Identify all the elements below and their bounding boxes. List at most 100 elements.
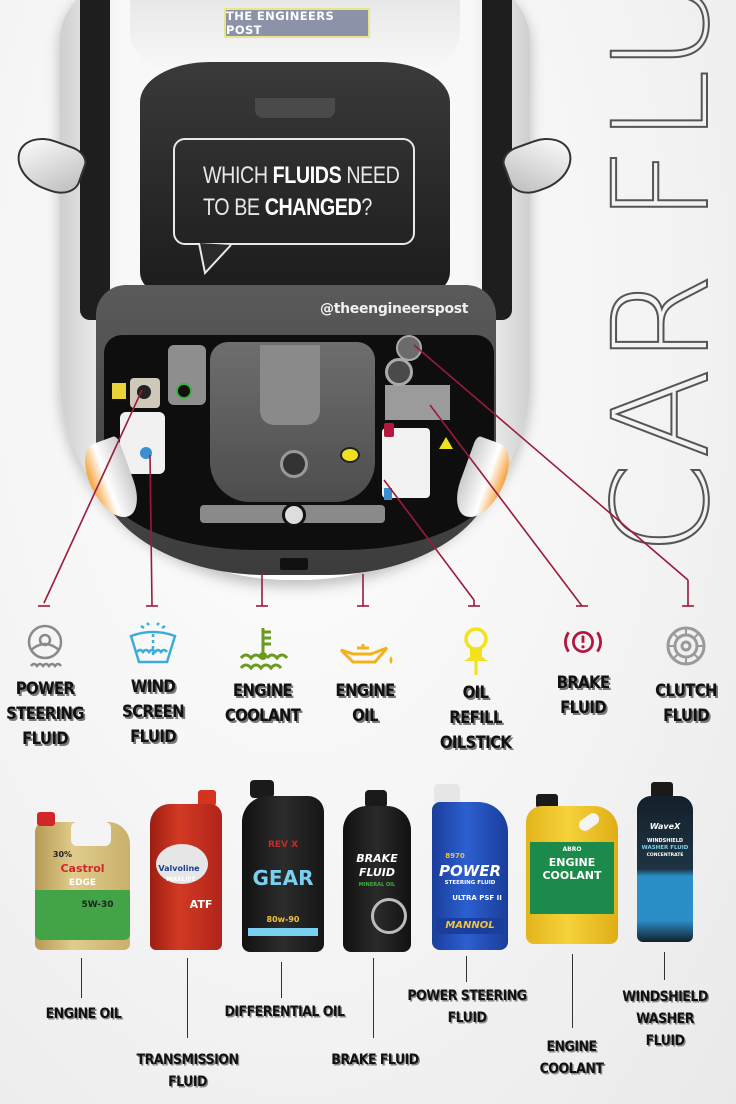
brake-disc-graphic <box>371 898 407 934</box>
oil-can-icon <box>339 644 393 664</box>
social-handle: @theengineerspost <box>320 301 469 317</box>
connector-line <box>187 958 188 1038</box>
bubble-text: WHICH <box>203 161 273 189</box>
bottle-line-text: GEAR <box>252 866 314 890</box>
bottle-type-text: ATF <box>189 898 213 911</box>
bottle-line-text: BRAKE <box>356 852 398 865</box>
relay-box <box>112 383 126 399</box>
connector-line <box>373 958 374 1038</box>
bottle-line-text: CONCENTRATE <box>646 853 684 858</box>
bottle-sub-text: MINERAL OIL <box>358 882 396 888</box>
bottle-brand-text: ABRO <box>562 846 582 853</box>
bubble-line-1: WHICH FLUIDS NEED <box>203 160 400 192</box>
bubble-text-bold: CHANGED <box>264 193 362 221</box>
product-differential-oil-bottle: REV X GEAR 80w-90 <box>242 780 324 952</box>
bottle-line-text: EDGE <box>68 878 97 888</box>
bottle-body <box>637 796 693 942</box>
bottle-brand-text: WaveX <box>649 822 681 831</box>
product-label-brake-fluid: BRAKE FLUID <box>331 1052 419 1068</box>
connector-line <box>281 962 282 998</box>
product-label-engine-oil: ENGINE OIL <box>45 1006 122 1022</box>
bottle-code-text: 8970 <box>445 852 465 860</box>
bottle-grade-text: 80w-90 <box>266 915 300 924</box>
battery-positive-terminal <box>384 423 394 437</box>
product-transmission-fluid-bottle: Valvoline MAXLIFE ATF <box>150 790 222 950</box>
power-steering-cap <box>137 385 151 399</box>
bottle-line-text: STEERING FLUID <box>444 880 496 886</box>
product-brake-fluid-bottle: BRAKE FLUID MINERAL OIL <box>343 790 411 952</box>
windshield-notch <box>255 98 335 118</box>
dipstick-icon <box>463 627 488 675</box>
bubble-text: NEED <box>341 161 400 189</box>
connector-line <box>572 954 573 1028</box>
bottle-label-oval <box>156 844 208 884</box>
bottle-line-text: ENGINE <box>548 856 596 869</box>
coolant-cap <box>176 383 192 399</box>
bottle-cap <box>365 790 387 808</box>
bottle-line-text: FLUID <box>358 866 396 879</box>
bottle-cap <box>434 784 460 804</box>
speech-bubble: WHICH FLUIDS NEED TO BE CHANGED? <box>173 138 415 245</box>
bottle-line-text: MAXLIFE <box>166 876 196 883</box>
brand-badge: THE ENGINEERS POST <box>224 8 370 38</box>
side-title: CAR FLUIDS <box>584 0 736 556</box>
speech-bubble-tail <box>198 243 232 276</box>
bottle-badge-text: 30% <box>52 850 73 859</box>
bottle-brand-text: REV X <box>267 840 299 850</box>
bottle-handle <box>71 822 111 846</box>
bottle-cap <box>37 812 55 826</box>
product-power-steering-fluid-bottle: 8970 POWER STEERING FLUID ULTRA PSF II M… <box>432 784 508 950</box>
connector-line <box>664 952 665 980</box>
bottle-line-text: WASHER FLUID <box>641 845 689 851</box>
bottle-brand-text: Valvoline <box>158 864 200 873</box>
battery-negative-terminal <box>384 488 392 500</box>
engine-oil-dipstick-cap <box>280 450 308 478</box>
engine-intake <box>260 345 320 425</box>
radiator-cap <box>282 503 306 527</box>
bottle-line-text: WINDSHIELD <box>646 838 684 844</box>
product-windshield-washer-fluid-bottle: WaveX WINDSHIELD WASHER FLUID CONCENTRAT… <box>637 782 693 942</box>
bottle-brand-band <box>436 918 504 934</box>
bottle-line-text: COOLANT <box>542 869 602 882</box>
oil-filler-cap <box>340 447 360 463</box>
bubble-text: TO BE <box>203 193 265 221</box>
product-engine-oil-bottle: 30% Castrol EDGE 5W-30 <box>35 810 130 950</box>
bottle-brand-text: MANNOL <box>445 920 495 931</box>
connector-line <box>466 956 467 982</box>
bubble-line-2: TO BE CHANGED? <box>203 192 375 224</box>
bottle-cap <box>198 790 216 806</box>
bottle-body <box>242 796 324 952</box>
front-grille <box>280 558 308 570</box>
bottle-line-text: POWER <box>438 862 502 880</box>
product-engine-coolant-bottle: ABRO ENGINE COOLANT <box>526 794 618 944</box>
windscreen-washer-icon <box>129 622 177 664</box>
washer-fluid-cap <box>140 447 152 459</box>
bottle-label-strip <box>248 928 318 936</box>
coolant-temperature-icon <box>239 628 288 671</box>
bottle-cap <box>250 780 274 798</box>
clutch-fluid-reservoir <box>385 358 413 386</box>
bubble-text-bold: FLUIDS <box>272 161 342 189</box>
bottle-cap <box>651 782 673 798</box>
bottle-brand-text: Castrol <box>60 862 105 875</box>
bottle-sub-text: ULTRA PSF II <box>452 894 502 902</box>
clutch-disc-icon <box>666 626 706 666</box>
fuse-box <box>385 385 450 420</box>
steering-wheel-icon <box>27 624 63 669</box>
